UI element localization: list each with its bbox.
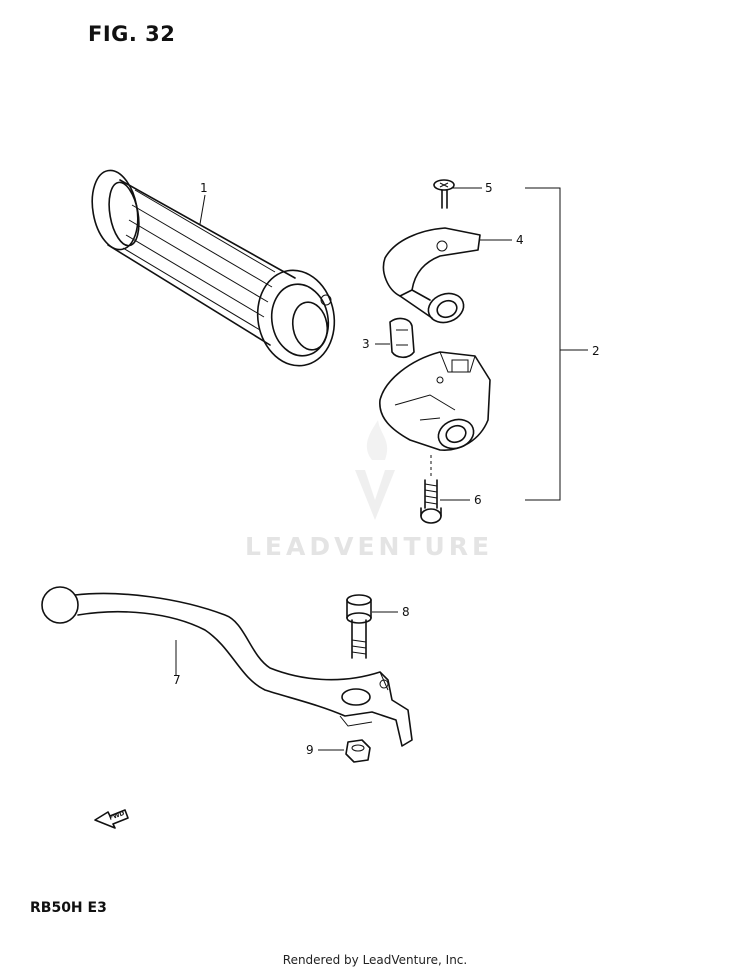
part-grip	[91, 169, 336, 367]
callout-4: 4	[516, 233, 524, 247]
fwd-label: FWD	[108, 810, 125, 822]
callout-3: 3	[362, 337, 370, 351]
callout-1: 1	[200, 181, 208, 195]
callout-6: 6	[474, 493, 482, 507]
callout-7: 7	[173, 673, 181, 687]
footer-credit: Rendered by LeadVenture, Inc.	[282, 953, 468, 967]
part-nut	[345, 739, 371, 763]
leader-lines	[175, 187, 588, 751]
watermark-text: LEADVENTURE	[245, 532, 494, 561]
callout-5: 5	[485, 181, 493, 195]
part-pivot-bolt	[346, 594, 372, 659]
callout-2: 2	[592, 344, 600, 358]
part-lower-housing	[379, 351, 491, 451]
part-lever	[41, 586, 413, 747]
callout-9: 9	[306, 743, 314, 757]
model-code: RB50H E3	[30, 900, 107, 916]
part-bolt	[420, 455, 442, 524]
watermark-logo-icon	[355, 420, 395, 520]
part-clamp-insert	[389, 317, 415, 359]
callout-8: 8	[402, 605, 410, 619]
fwd-arrow-icon: FWD	[94, 809, 129, 829]
part-screw	[433, 179, 455, 209]
figure-title: FIG. 32	[88, 22, 176, 46]
part-upper-housing	[382, 227, 481, 324]
